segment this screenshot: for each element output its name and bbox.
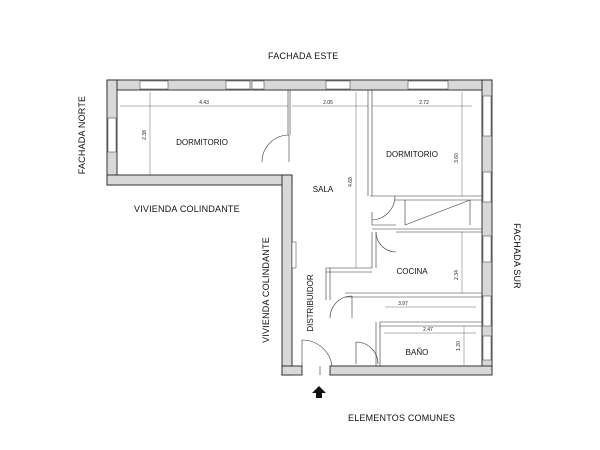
room-label-sala: SALA bbox=[313, 185, 334, 194]
neighbor-horizontal-label: VIVIENDA COLINDANTE bbox=[134, 204, 240, 214]
dim-2-72: 2.72 bbox=[419, 100, 429, 106]
facade-south-label: FACHADA SUR bbox=[512, 223, 522, 289]
neighbor-vertical-label: VIVIENDA COLINDANTE bbox=[261, 237, 271, 343]
dim-1-20: 1.20 bbox=[456, 341, 462, 351]
common-elements-label: ELEMENTOS COMUNES bbox=[348, 413, 456, 423]
dim-2-34: 2.34 bbox=[454, 270, 460, 280]
room-label-bano: BAÑO bbox=[406, 348, 429, 357]
partitions bbox=[261, 90, 482, 375]
room-label-cocina: COCINA bbox=[396, 267, 428, 276]
facade-east-label: FACHADA ESTE bbox=[268, 51, 339, 61]
room-label-dormitorio-1: DORMITORIO bbox=[176, 138, 228, 147]
dimension-lines bbox=[120, 92, 476, 366]
windows bbox=[107, 80, 492, 361]
dim-3-60: 3.60 bbox=[454, 153, 460, 163]
dim-2-47: 2.47 bbox=[423, 327, 433, 333]
walls bbox=[106, 79, 493, 376]
dim-4-68: 4.68 bbox=[348, 177, 354, 187]
room-label-dormitorio-2: DORMITORIO bbox=[386, 150, 438, 159]
dim-2-38: 2.38 bbox=[142, 130, 148, 140]
entrance-arrow-icon bbox=[312, 386, 326, 398]
dim-3-97: 3.97 bbox=[398, 301, 408, 307]
room-label-distribuidor: DISTRIBUIDOR bbox=[306, 274, 315, 332]
dim-4-43: 4.43 bbox=[199, 100, 209, 106]
dim-2-05: 2.05 bbox=[323, 100, 333, 106]
facade-north-label: FACHADA NORTE bbox=[77, 95, 87, 175]
